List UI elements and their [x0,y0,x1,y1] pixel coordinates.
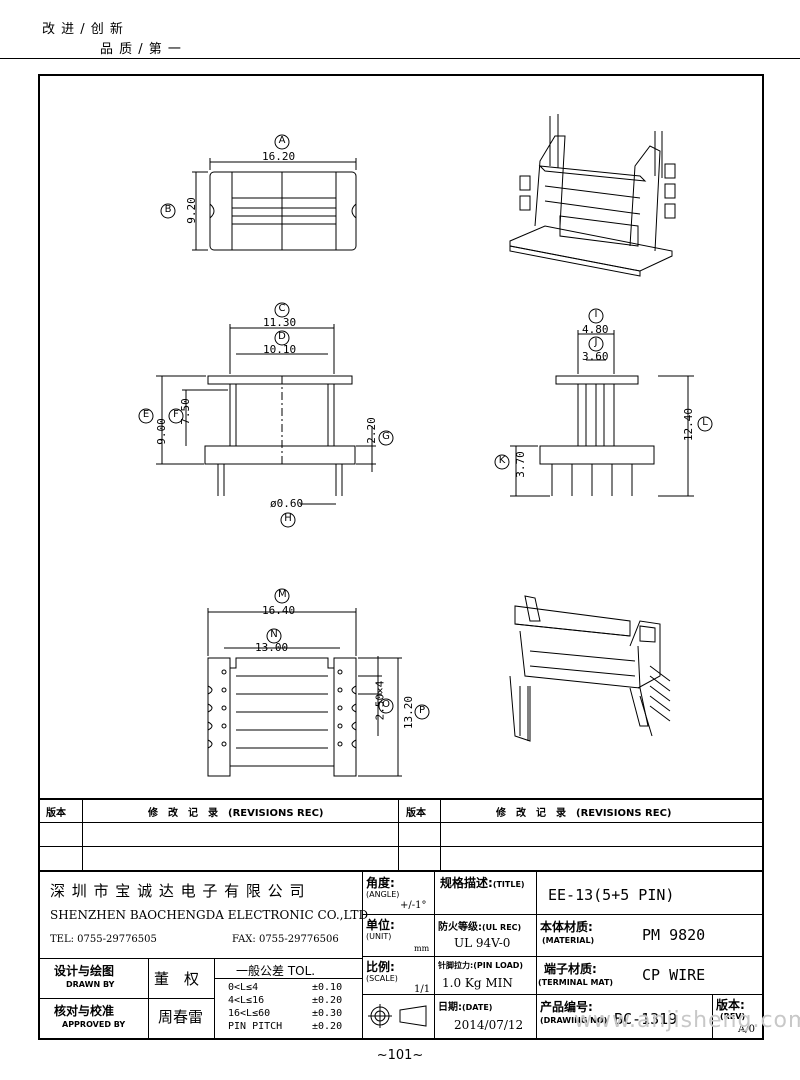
company-fax: FAX: 0755-29776506 [232,934,339,945]
terminal-label-en: (TERMINAL MAT) [538,978,614,987]
iso-view-top [509,114,676,277]
drawn-value: 董 权 [154,970,200,988]
header-divider [0,58,800,59]
material-value: PM 9820 [642,926,706,944]
company-tel: TEL: 0755-29776505 [50,934,157,945]
terminal-value: CP WIRE [642,966,706,984]
drawing-no-label: 产品编号: [540,1000,593,1014]
tol-range-3: 16<L≤60 [228,1008,271,1019]
angle-label: 角度: [366,876,395,890]
scale-label: 比例: [366,960,395,974]
unit-label: 单位: [366,918,395,932]
ul-value: UL 94V-0 [454,936,511,950]
slogan-line-1: 改 进 / 创 新 [42,22,124,37]
company-name-en: SHENZHEN BAOCHENGDA ELECTRONIC CO.,LTD [50,908,369,922]
front-view [138,302,394,528]
terminal-label: 端子材质: [544,962,597,976]
date-label: 日期:(DATE) [438,1002,493,1013]
scale-value: 1/1 [414,984,431,995]
slogan-line-2: 品 质 / 第 一 [100,42,182,57]
approved-label: 核对与校准 [54,1004,115,1018]
tol-value-4: ±0.20 [312,1021,343,1032]
bottom-view [207,588,430,777]
projection-symbol-icon [368,1004,427,1028]
watermark: www.anjisheng.com [574,1008,800,1033]
title-label: 规格描述:(TITLE) [440,876,525,890]
unit-label-en: (UNIT) [366,932,392,941]
pinload-value: 1.0 Kg MIN [442,976,513,990]
page-number: ~101~ [376,1048,424,1063]
tol-value-1: ±0.10 [312,982,343,993]
drawing-no-label-en: (DRAWING NO) [540,1016,608,1025]
rev-col-left: 版本 [46,808,66,819]
title-value: EE-13(5+5 PIN) [548,886,675,904]
ul-label: 防火等级:(UL REC) [438,922,522,933]
title-block: 版本 修 改 记 录 (REVISIONS REC) 版本 修 改 记 录 (R… [40,798,762,1038]
iso-view-bottom [509,595,671,742]
pinload-label: 针脚拉力:(PIN LOAD) [438,961,524,970]
material-label-en: (MATERIAL) [542,936,595,945]
unit-value: mm [414,944,430,953]
tol-value-2: ±0.20 [312,995,343,1006]
angle-label-en: (ANGLE) [366,890,400,899]
technical-drawing [138,114,713,777]
tol-range-2: 4<L≤16 [228,995,265,1006]
rev-label: 版本: [716,998,745,1012]
rev-label-en: (REV) [720,1012,746,1021]
date-value: 2014/07/12 [454,1018,524,1032]
tol-value-3: ±0.30 [312,1008,343,1019]
rev-value: A/0 [738,1024,755,1035]
tolerance-title: 一般公差 TOL. [236,964,316,978]
side-view [494,308,713,497]
company-name-cn: 深 圳 市 宝 诚 达 电 子 有 限 公 司 [50,882,306,900]
tol-range-1: 0<L≤4 [228,982,259,993]
approved-value: 周春雷 [158,1008,204,1026]
approved-label-en: APPROVED BY [62,1020,126,1029]
drawing-no-value: BC-1319 [614,1010,678,1028]
drawn-label: 设计与绘图 [54,964,115,978]
scale-label-en: (SCALE) [366,974,398,983]
drawn-label-en: DRAWN BY [66,980,115,989]
rev-rec-right: 修 改 记 录 (REVISIONS REC) [496,808,672,819]
top-view [160,134,357,251]
material-label: 本体材质: [540,920,593,934]
angle-value: +/-1° [400,900,427,911]
rev-col-right: 版本 [406,808,426,819]
tol-range-4: PIN PITCH [228,1021,283,1032]
drawing-frame [38,74,764,1040]
rev-rec-left: 修 改 记 录 (REVISIONS REC) [148,808,324,819]
